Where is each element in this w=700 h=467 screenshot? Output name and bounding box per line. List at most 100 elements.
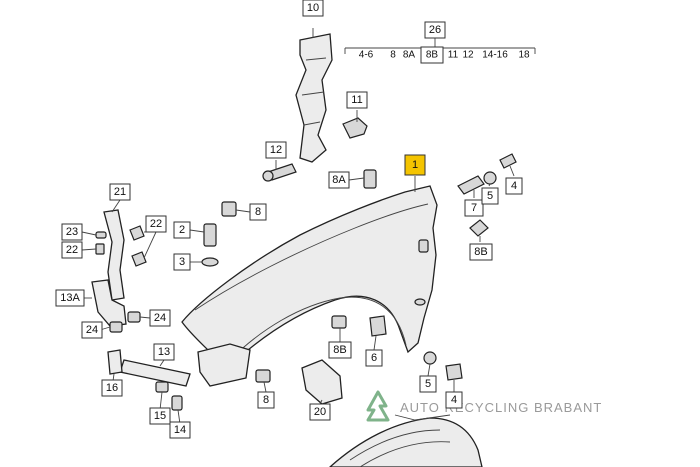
- support-strip: [103, 209, 125, 301]
- svg-text:3: 3: [179, 256, 185, 268]
- callout-6: 6: [365, 349, 383, 367]
- bracket-ribs: [301, 57, 327, 126]
- callout-1: 1: [404, 154, 426, 176]
- svg-text:13A: 13A: [60, 292, 80, 304]
- callout-3: 3: [173, 253, 191, 271]
- svg-text:2: 2: [179, 224, 185, 236]
- callout-16: 16: [101, 379, 123, 397]
- svg-text:21: 21: [114, 186, 126, 198]
- svg-text:22: 22: [66, 244, 78, 256]
- screw-22-lower: [131, 251, 147, 267]
- callout-4-lower: 4: [445, 391, 463, 409]
- long-bolt-head: [262, 170, 274, 182]
- washer-5-upper: [483, 171, 497, 185]
- watermark-text: AUTO RECYCLING BRABANT: [400, 400, 602, 415]
- svg-text:8B: 8B: [474, 246, 487, 258]
- screw-8B-right: [469, 219, 489, 237]
- fender-repeater-slot: [418, 239, 429, 253]
- callout-14: 14: [169, 421, 191, 439]
- range-labels: 4-6 8 8A 8B 11 12 14-16 18: [359, 46, 530, 64]
- svg-text:15: 15: [154, 410, 166, 422]
- svg-text:4-6: 4-6: [359, 50, 374, 61]
- bolt-2: [203, 223, 217, 247]
- svg-text:13: 13: [158, 346, 170, 358]
- callout-10: 10: [302, 0, 324, 17]
- svg-text:23: 23: [66, 226, 78, 238]
- svg-text:12: 12: [270, 144, 282, 156]
- callout-7: 7: [464, 199, 484, 217]
- callout-8B-lower: 8B: [328, 341, 352, 359]
- callout-8B-right: 8B: [469, 243, 493, 261]
- bolt-24-right: [127, 311, 141, 323]
- clip-23: [95, 231, 107, 239]
- svg-text:26: 26: [429, 24, 441, 36]
- callout-21: 21: [109, 183, 131, 201]
- bolt-7: [457, 175, 485, 195]
- front-fender: [181, 185, 438, 366]
- plastic-clip: [342, 117, 368, 139]
- screw-4-upper: [499, 153, 517, 169]
- svg-text:24: 24: [154, 312, 166, 324]
- callout-24-right: 24: [149, 309, 171, 327]
- mounting-bracket: [295, 33, 333, 163]
- watermark-logo: AUTO RECYCLING BRABANT: [366, 390, 602, 422]
- callout-8-lower: 8: [257, 391, 275, 409]
- callout-20: 20: [309, 403, 331, 421]
- svg-text:8A: 8A: [403, 50, 416, 61]
- fender-wheel-arch: [229, 296, 407, 361]
- bolt-8B-lower: [331, 315, 347, 329]
- screw-22-right: [129, 225, 145, 241]
- callout-23: 23: [61, 223, 83, 241]
- svg-text:6: 6: [371, 352, 377, 364]
- washer-5-lower: [423, 351, 437, 365]
- svg-text:14-16: 14-16: [482, 50, 508, 61]
- callout-22-right: 22: [145, 215, 167, 233]
- callout-5-upper: 5: [481, 187, 499, 205]
- callout-15: 15: [149, 407, 171, 425]
- callout-13: 13: [153, 343, 175, 361]
- callout-8A: 8A: [328, 171, 350, 189]
- svg-text:8B: 8B: [333, 344, 346, 356]
- callout-2: 2: [173, 221, 191, 239]
- bolt-8-lower: [255, 369, 271, 383]
- svg-text:16: 16: [106, 382, 118, 394]
- callout-11: 11: [346, 91, 368, 109]
- svg-text:4: 4: [451, 394, 457, 406]
- bolt-24-left: [109, 321, 123, 333]
- nut-8A: [363, 169, 377, 189]
- svg-text:22: 22: [150, 218, 162, 230]
- bolt-8-left: [221, 201, 237, 217]
- callout-22-left: 22: [61, 241, 83, 259]
- leader-lines: [81, 28, 515, 425]
- lower-bracket: [197, 343, 251, 387]
- svg-text:11: 11: [351, 94, 362, 106]
- svg-text:8A: 8A: [332, 174, 346, 186]
- bracket-16: [107, 349, 123, 375]
- svg-text:12: 12: [462, 50, 474, 61]
- callout-12: 12: [265, 141, 287, 159]
- recycle-icon: [366, 390, 390, 422]
- svg-text:5: 5: [425, 378, 431, 390]
- callout-24-left: 24: [81, 321, 103, 339]
- svg-text:8: 8: [255, 206, 261, 218]
- fender-vent-hole: [414, 298, 426, 306]
- svg-text:11: 11: [448, 50, 459, 61]
- svg-text:20: 20: [314, 406, 326, 418]
- washer-3: [201, 257, 219, 267]
- callout-8-left: 8: [249, 203, 267, 221]
- bolt-22-left: [95, 243, 105, 255]
- svg-text:10: 10: [307, 2, 319, 14]
- bracket-13A: [91, 279, 127, 327]
- screw-14: [171, 395, 183, 411]
- svg-text:8: 8: [263, 394, 269, 406]
- clip-15: [155, 381, 169, 393]
- wheel-housing-liner: [329, 417, 483, 467]
- svg-text:8B: 8B: [426, 50, 439, 61]
- svg-text:4: 4: [511, 180, 517, 192]
- svg-text:24: 24: [86, 324, 98, 336]
- callout-5-lower: 5: [419, 375, 437, 393]
- liner-ribs: [349, 429, 451, 467]
- callout-4-upper: 4: [505, 177, 523, 195]
